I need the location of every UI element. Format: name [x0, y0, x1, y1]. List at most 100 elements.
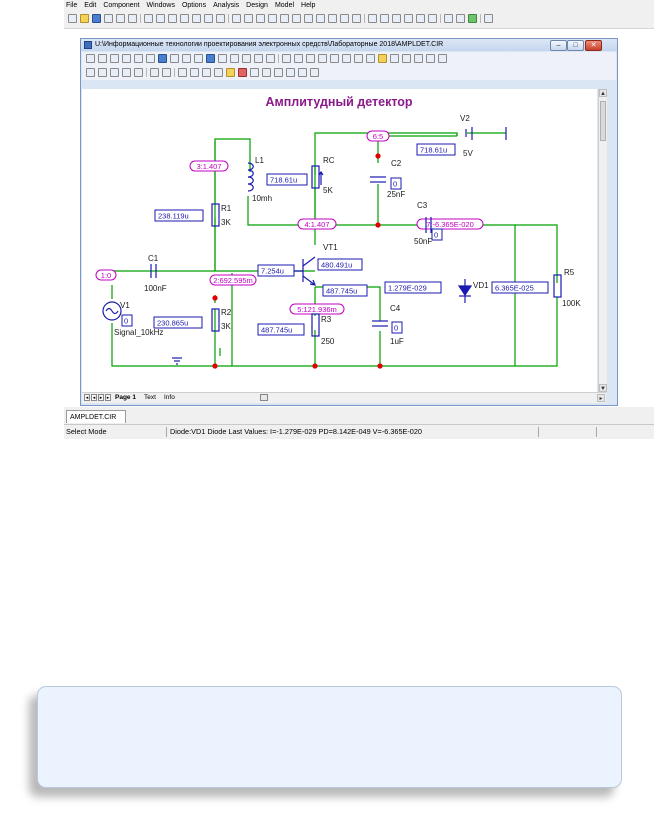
tab-info[interactable]: Info [164, 394, 175, 401]
conditions-icon[interactable] [318, 54, 327, 63]
title-block-icon[interactable] [86, 68, 95, 77]
menu-help[interactable]: Help [301, 2, 316, 9]
select-all-icon[interactable] [216, 14, 225, 23]
scroll-up-icon[interactable]: ▲ [599, 89, 607, 97]
info-icon[interactable] [206, 54, 215, 63]
component-mode-icon[interactable] [98, 54, 107, 63]
page-icon[interactable] [414, 54, 423, 63]
paste-icon[interactable] [192, 14, 201, 23]
probe-icon[interactable] [110, 68, 119, 77]
menu-options[interactable]: Options [181, 2, 207, 9]
menu-edit[interactable]: Edit [84, 2, 97, 9]
table-icon[interactable] [182, 54, 191, 63]
warning-icon[interactable] [378, 54, 387, 63]
graphics-icon[interactable] [158, 54, 167, 63]
minimize-button[interactable]: – [550, 40, 567, 51]
zoom-fit-icon[interactable] [274, 68, 283, 77]
bus-icon[interactable] [134, 68, 143, 77]
print-preview-icon[interactable] [116, 14, 125, 23]
binoculars-icon[interactable] [162, 68, 171, 77]
help-icon[interactable] [484, 14, 493, 23]
properties-icon[interactable] [438, 54, 447, 63]
pin-icon[interactable] [194, 54, 203, 63]
capacitor-icon[interactable] [256, 14, 265, 23]
vertical-scroll-thumb[interactable] [600, 101, 606, 141]
jumper-icon[interactable] [328, 14, 337, 23]
diode-icon[interactable] [280, 14, 289, 23]
save-icon[interactable] [92, 14, 101, 23]
align-icon[interactable] [202, 68, 211, 77]
find-icon[interactable] [150, 68, 159, 77]
power-icon[interactable] [306, 54, 315, 63]
diagonal-wire-icon[interactable] [134, 54, 143, 63]
ground-icon[interactable] [232, 14, 241, 23]
point-to-end-icon[interactable] [230, 54, 239, 63]
tab-text[interactable]: Text [144, 394, 156, 401]
package-editor-icon[interactable] [468, 14, 477, 23]
menu-model[interactable]: Model [274, 2, 295, 9]
calculator-icon[interactable] [428, 14, 437, 23]
group-icon[interactable] [178, 68, 187, 77]
mirror-icon[interactable] [366, 54, 375, 63]
tile-vertical-icon[interactable] [380, 14, 389, 23]
zoom-in-icon[interactable] [250, 68, 259, 77]
first-page-icon[interactable]: ◂ [84, 394, 90, 401]
menu-component[interactable]: Component [103, 2, 140, 9]
tab-page-1[interactable]: Page 1 [115, 394, 136, 401]
undo-icon[interactable] [144, 14, 153, 23]
redraw-icon[interactable] [286, 68, 295, 77]
distribute-icon[interactable] [214, 68, 223, 77]
flag-icon[interactable] [170, 54, 179, 63]
opamp-icon[interactable] [316, 14, 325, 23]
current-source-icon[interactable] [352, 14, 361, 23]
tile-horizontal-icon[interactable] [392, 14, 401, 23]
schematic-canvas[interactable]: Амплитудный детектор 1:0 2:692.595m 3:1.… [82, 89, 597, 393]
next-page-icon[interactable]: ▸ [98, 394, 104, 401]
text-mode-icon[interactable] [122, 54, 131, 63]
close-button[interactable]: ✕ [585, 40, 602, 51]
wire-mode-icon[interactable] [110, 54, 119, 63]
horizontal-scroll-thumb[interactable] [260, 394, 268, 401]
prev-page-icon[interactable]: ◂ [91, 394, 97, 401]
print-icon[interactable] [128, 14, 137, 23]
step-icon[interactable] [122, 68, 131, 77]
bezier-wire-icon[interactable] [146, 54, 155, 63]
menu-file[interactable]: File [66, 2, 78, 9]
ungroup-icon[interactable] [190, 68, 199, 77]
scroll-down-icon[interactable]: ▼ [599, 384, 607, 392]
cut-icon[interactable] [168, 14, 177, 23]
document-tab[interactable]: AMPLDET.CIR [66, 410, 126, 423]
vertical-scrollbar[interactable]: ▲ ▼ [598, 89, 607, 392]
component-editor-icon[interactable] [444, 14, 453, 23]
attribute-text-icon[interactable] [242, 54, 251, 63]
inductor-icon[interactable] [268, 14, 277, 23]
menu-windows[interactable]: Windows [146, 2, 175, 9]
last-page-icon[interactable]: ▸ [105, 394, 111, 401]
zoom-out-icon[interactable] [262, 68, 271, 77]
cascade-icon[interactable] [368, 14, 377, 23]
border-icon[interactable] [98, 68, 107, 77]
scroll-right-icon[interactable]: ▸ [597, 394, 605, 402]
bring-front-icon[interactable] [226, 68, 235, 77]
menu-design[interactable]: Design [246, 2, 268, 9]
battery-icon[interactable] [292, 14, 301, 23]
new-file-icon[interactable] [68, 14, 77, 23]
pin-connections-icon[interactable] [330, 54, 339, 63]
npn-icon[interactable] [304, 14, 313, 23]
resistor-icon[interactable] [244, 14, 253, 23]
help-mode-icon[interactable] [218, 54, 227, 63]
voltage-source-icon[interactable] [340, 14, 349, 23]
maximize-button[interactable]: □ [567, 40, 584, 51]
menu-analysis[interactable]: Analysis [213, 2, 240, 9]
view-icon[interactable] [426, 54, 435, 63]
rotate-icon[interactable] [342, 54, 351, 63]
send-back-icon[interactable] [238, 68, 247, 77]
maximize-icon[interactable] [416, 14, 425, 23]
cross-icon[interactable] [390, 54, 399, 63]
node-voltages-icon[interactable] [282, 54, 291, 63]
redo-icon[interactable] [156, 14, 165, 23]
open-file-icon[interactable] [80, 14, 89, 23]
copy-icon[interactable] [180, 14, 189, 23]
font-icon[interactable] [310, 68, 319, 77]
window-icon[interactable] [404, 14, 413, 23]
